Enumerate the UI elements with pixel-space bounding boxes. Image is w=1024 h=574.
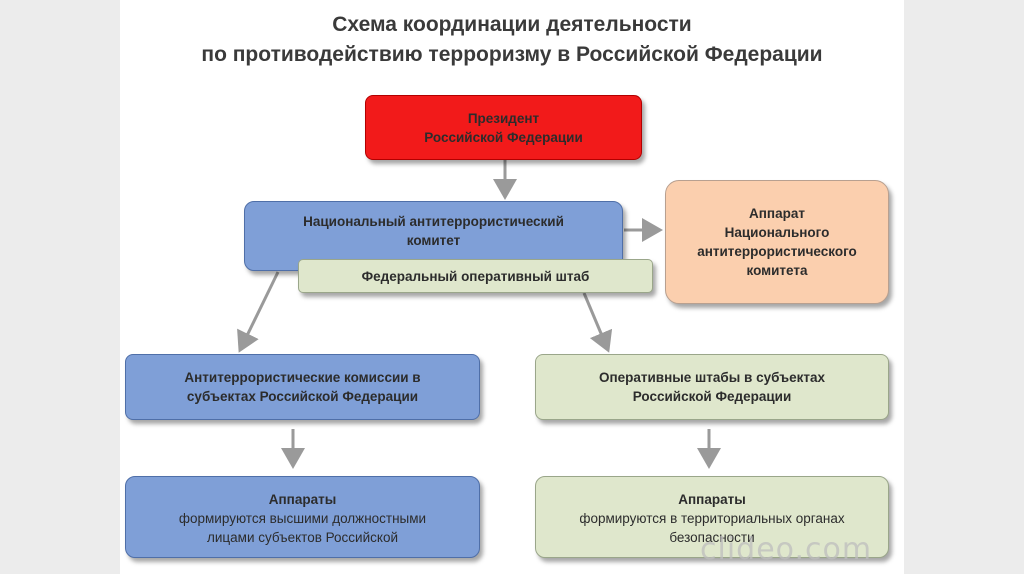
arrow-nak-to-commissions [237, 271, 280, 353]
nak-apparatus-line-3: антитеррористического [697, 244, 857, 259]
nak-apparatus-box: Аппарат Национального антитеррористическ… [665, 180, 889, 304]
opstaff-line-1: Оперативные штабы в субъектах [598, 370, 826, 385]
federal-operational-staff-box: Федеральный оперативный штаб [298, 259, 653, 293]
left-apparatus-box: Аппараты формируются высшими должностным… [125, 476, 480, 558]
right-apparatus-heading: Аппараты [678, 492, 746, 507]
nak-apparatus-line-4: комитета [746, 263, 808, 278]
nak-apparatus-line-2: Национального [724, 225, 830, 240]
arrow-fos-to-opstaff [582, 292, 613, 353]
diagram-title: Схема координации деятельности по против… [120, 10, 904, 70]
left-apparatus-line-2: лицами субъектов Российской [207, 530, 398, 545]
commissions-line-2: субъектах Российской Федерации [186, 389, 419, 404]
right-apparatus-line-1: формируются в территориальных органах [579, 511, 845, 526]
president-line-1: Президент [467, 110, 540, 126]
watermark: clideo.com [700, 532, 873, 567]
title-line-1: Схема координации деятельности [332, 13, 692, 36]
left-apparatus-line-1: формируются высшими должностными [178, 511, 427, 526]
opstaff-line-2: Российской Федерации [632, 389, 792, 404]
right-apparatus-line-2: безопасности [669, 530, 755, 545]
title-line-2: по противодействию терроризму в Российск… [201, 43, 823, 66]
president-line-2: Российской Федерации [424, 129, 583, 145]
president-box: Президент Российской Федерации [365, 95, 642, 160]
nak-line-2: комитет [406, 233, 461, 248]
left-apparatus-heading: Аппараты [268, 492, 337, 507]
nak-line-1: Национальный антитеррористический [303, 214, 564, 229]
operational-staffs-box: Оперативные штабы в субъектах Российской… [535, 354, 889, 420]
fos-label: Федеральный оперативный штаб [361, 268, 590, 284]
right-apparatus-box: Аппараты формируются в территориальных о… [535, 476, 889, 558]
antiterror-commissions-box: Антитеррористические комиссии в субъекта… [125, 354, 480, 420]
commissions-line-1: Антитеррористические комиссии в [184, 370, 421, 385]
nak-apparatus-line-1: Аппарат [749, 206, 805, 221]
